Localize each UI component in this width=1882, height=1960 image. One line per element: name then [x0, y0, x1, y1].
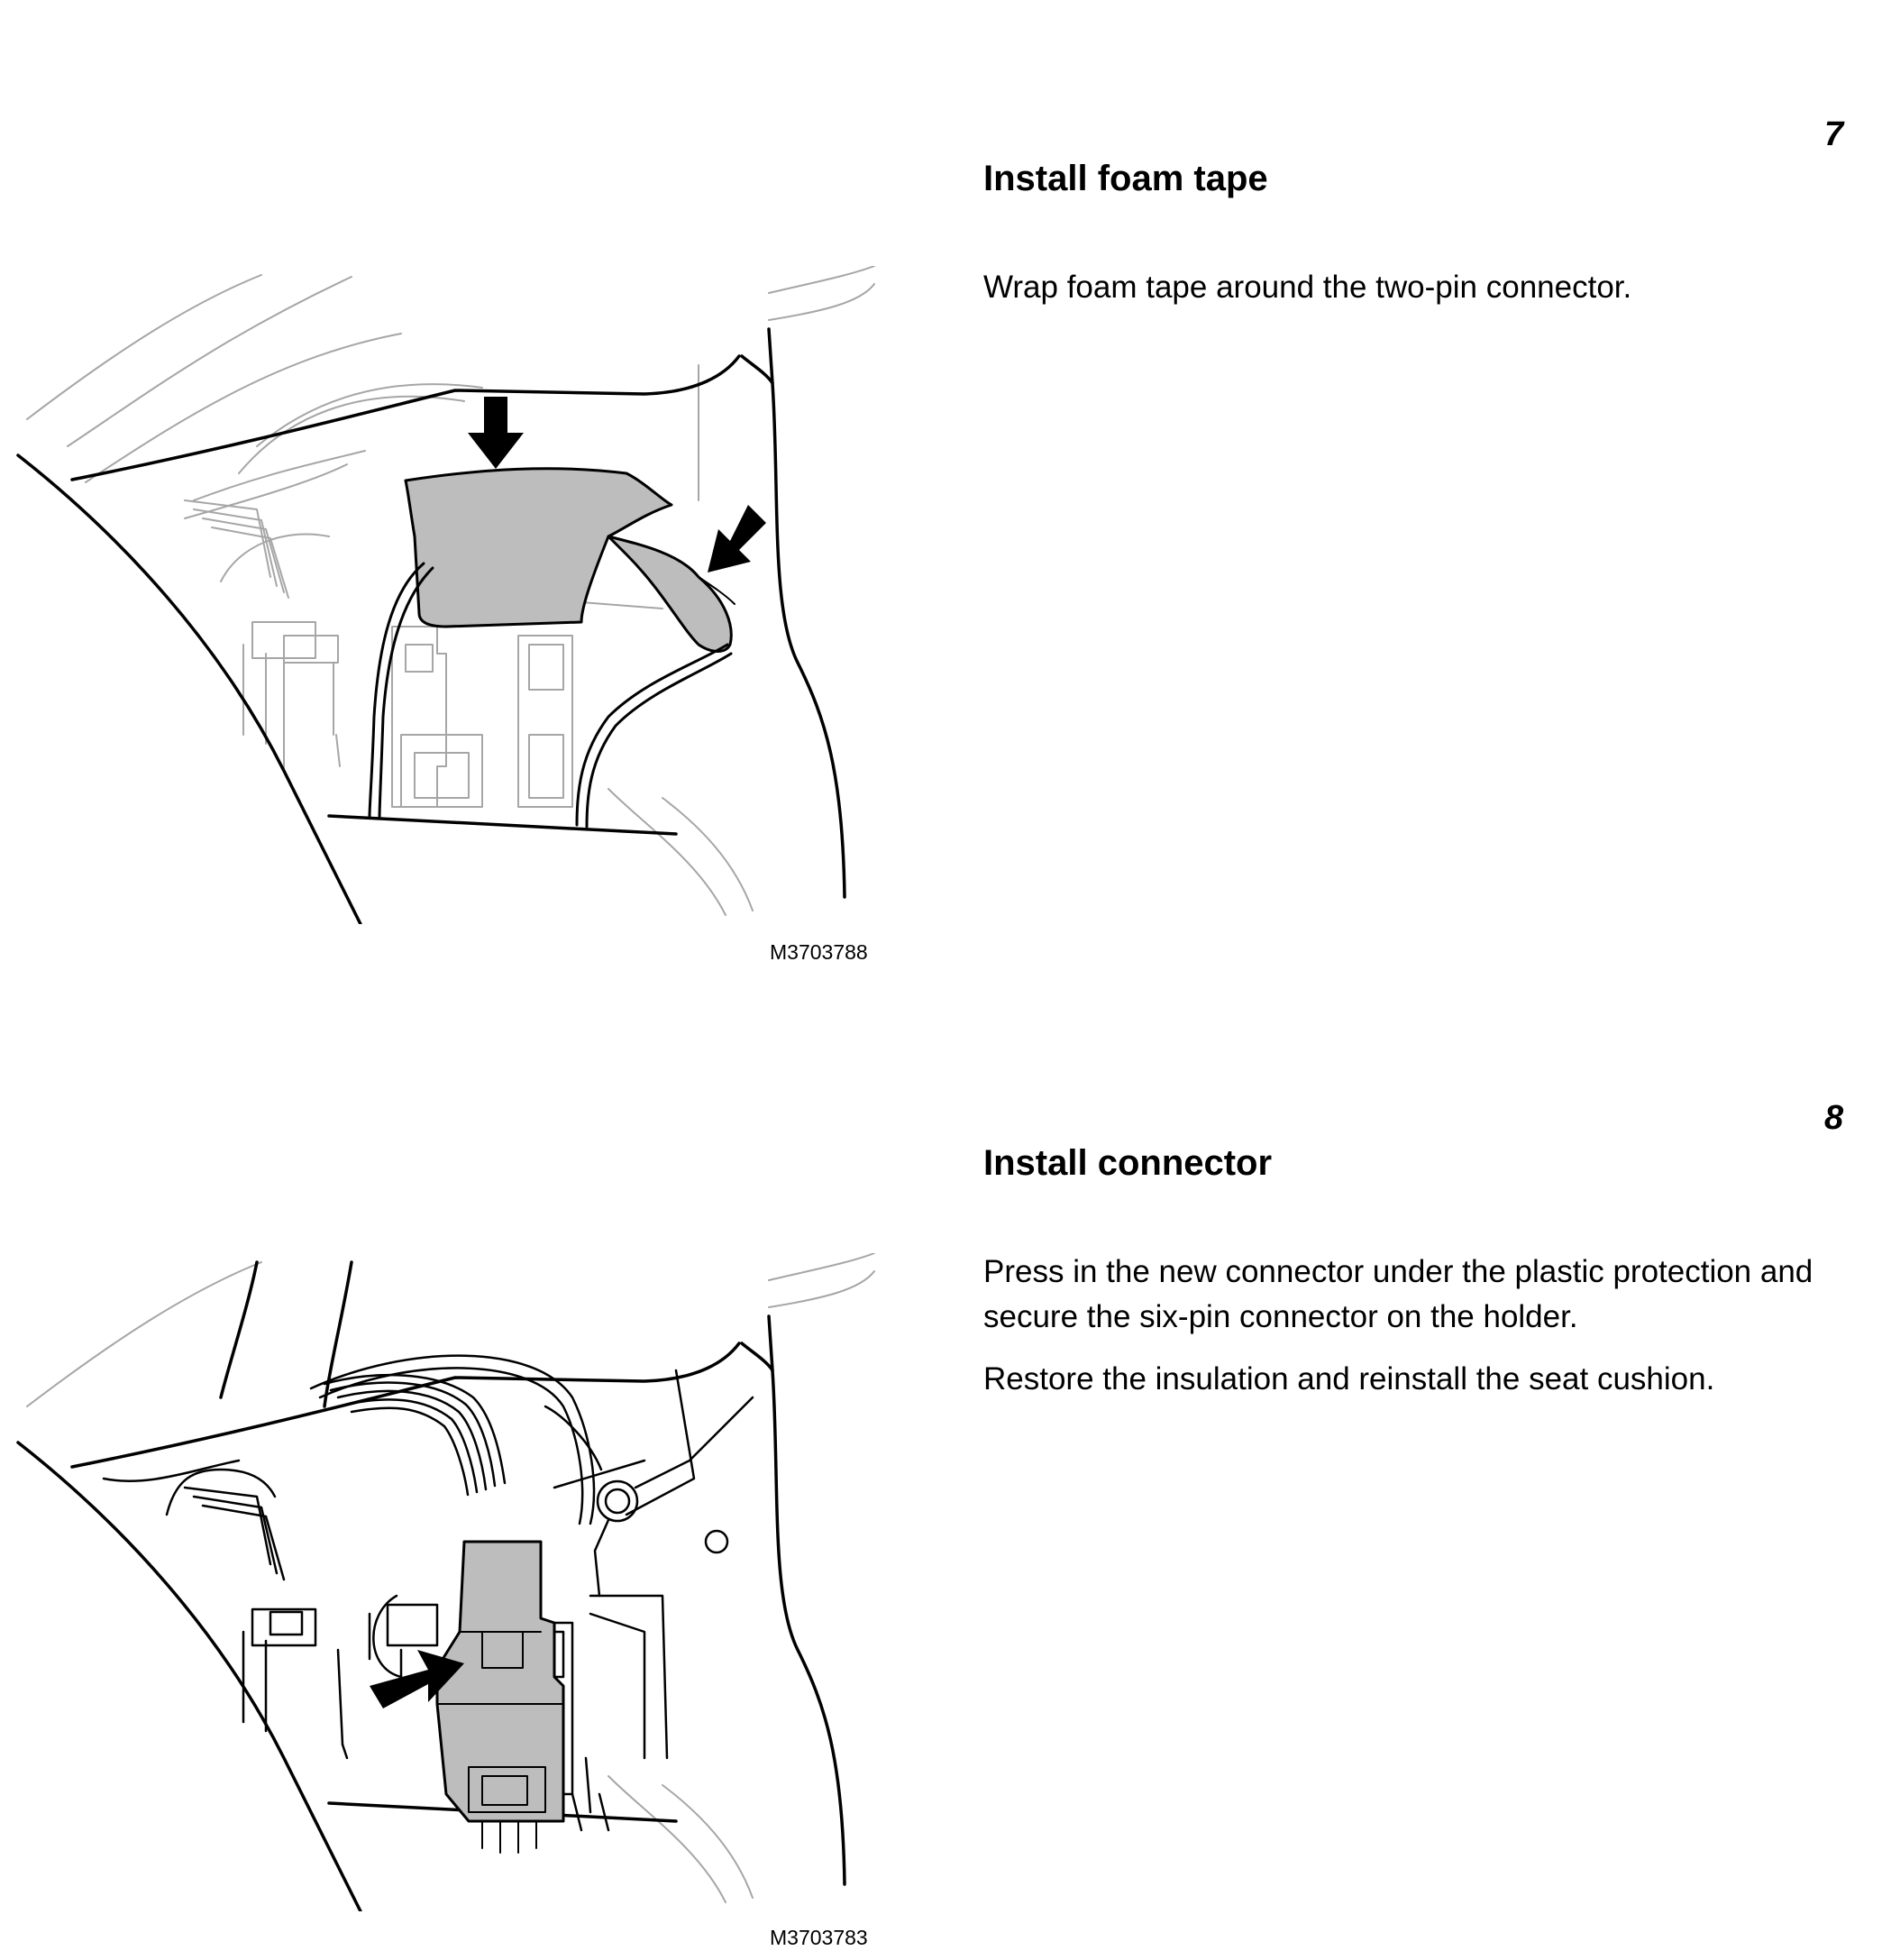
step-title: Install connector	[983, 1143, 1273, 1183]
figure-code: M3703783	[770, 1926, 868, 1949]
foam-tape-wrapping-illustration	[16, 266, 875, 924]
connector-installation-illustration	[16, 1253, 875, 1911]
figure-code: M3703788	[770, 940, 868, 964]
step-title: Install foam tape	[983, 159, 1268, 198]
step-instruction: Press in the new connector under the pla…	[983, 1254, 1813, 1334]
step-number: 7	[1824, 115, 1844, 153]
step-instruction: Wrap foam tape around the two-pin connec…	[983, 270, 1632, 305]
step-number: 8	[1824, 1099, 1844, 1137]
step-instruction: Restore the insulation and reinstall the…	[983, 1361, 1715, 1397]
